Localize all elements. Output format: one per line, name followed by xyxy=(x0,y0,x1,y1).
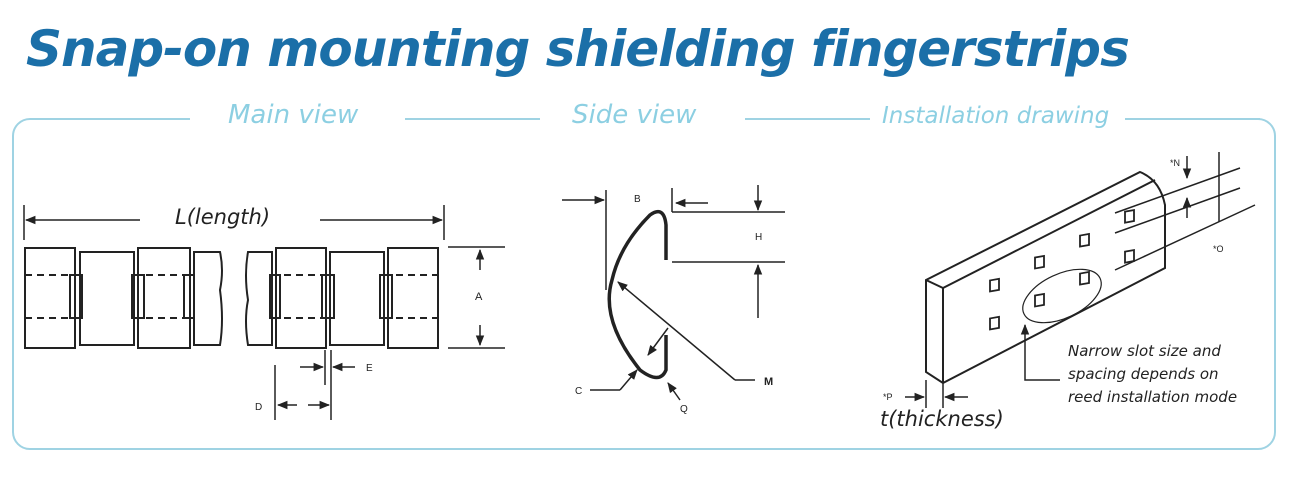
slot-note: Narrow slot size and spacing depends on … xyxy=(1068,340,1237,409)
svg-text:A: A xyxy=(475,291,483,303)
note-line: reed installation mode xyxy=(1068,388,1238,406)
svg-text:D: D xyxy=(255,402,262,413)
svg-text:*O: *O xyxy=(1213,244,1224,254)
svg-text:C: C xyxy=(575,386,582,397)
installation-drawing: *N *O *P xyxy=(883,152,1256,408)
note-line: spacing depends on xyxy=(1068,365,1219,383)
length-label: L(length) xyxy=(175,205,271,229)
side-view-drawing: B H M C Q xyxy=(562,185,785,415)
divider-line xyxy=(405,118,538,120)
svg-text:M: M xyxy=(764,376,773,388)
note-line: Narrow slot size and xyxy=(1068,342,1221,360)
svg-text:*N: *N xyxy=(1170,158,1180,168)
divider-line xyxy=(1125,118,1260,120)
svg-text:B: B xyxy=(634,194,641,205)
divider-line xyxy=(750,118,870,120)
thickness-label: t(thickness) xyxy=(880,407,1004,431)
svg-text:H: H xyxy=(755,232,762,243)
main-view-drawing: A E D xyxy=(23,205,505,420)
section-main-view: Main view xyxy=(220,100,367,130)
page-title: Snap-on mounting shielding fingerstrips xyxy=(26,20,1130,78)
svg-text:E: E xyxy=(366,363,373,374)
svg-text:Q: Q xyxy=(680,404,688,415)
section-installation: Installation drawing xyxy=(874,103,1118,129)
svg-text:*P: *P xyxy=(883,392,893,402)
section-side-view: Side view xyxy=(564,100,705,130)
